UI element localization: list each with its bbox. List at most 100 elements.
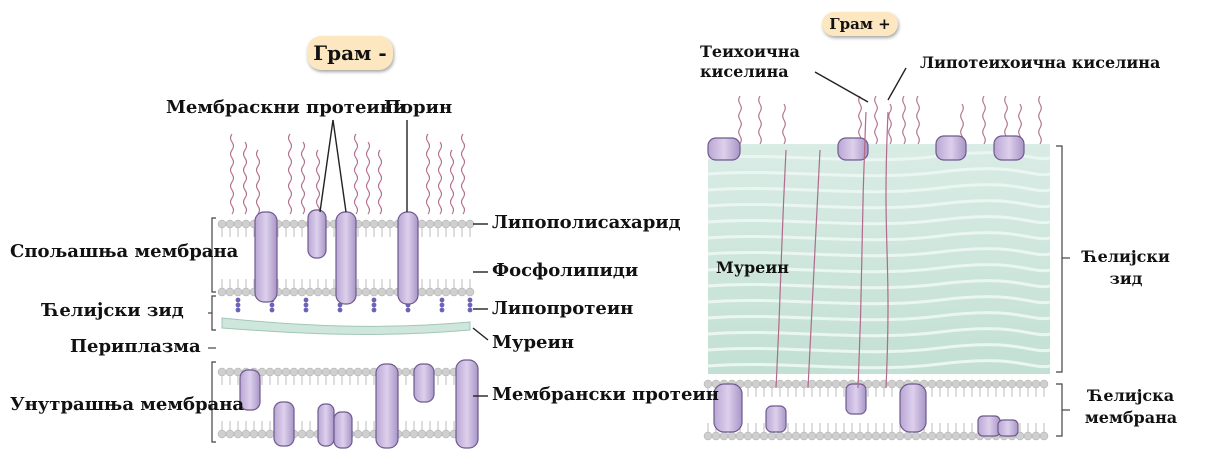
strand bbox=[451, 150, 454, 214]
lipid-head bbox=[776, 380, 784, 388]
lipid-head bbox=[306, 368, 314, 376]
lipid-head bbox=[426, 220, 434, 228]
lipid-head bbox=[418, 430, 426, 438]
lipid-head bbox=[864, 432, 872, 440]
lipid-head bbox=[266, 368, 274, 376]
strand bbox=[317, 150, 320, 214]
strand bbox=[244, 142, 247, 214]
lipoprotein-dot bbox=[372, 308, 377, 313]
lipid-head bbox=[290, 220, 298, 228]
lipid-head bbox=[944, 432, 952, 440]
gp-pointer-lines bbox=[815, 68, 906, 102]
lipid-head bbox=[466, 288, 474, 296]
lipid-head bbox=[226, 220, 234, 228]
strand bbox=[759, 96, 762, 144]
lipid-head bbox=[362, 430, 370, 438]
lipid-head bbox=[808, 380, 816, 388]
lipid-head bbox=[760, 432, 768, 440]
lipid-head bbox=[744, 432, 752, 440]
protein-shape bbox=[936, 136, 966, 160]
label-teichoic-acid-line2: киселина bbox=[700, 64, 789, 80]
lipoprotein-dot bbox=[338, 308, 343, 313]
protein-shape bbox=[376, 364, 398, 448]
protein-shape bbox=[398, 212, 418, 304]
lipoprotein-dot bbox=[304, 303, 309, 308]
lipid-head bbox=[880, 432, 888, 440]
lipid-head bbox=[808, 432, 816, 440]
protein-shape bbox=[900, 384, 926, 432]
lipoprotein-dot bbox=[270, 308, 275, 313]
strand bbox=[917, 96, 920, 144]
lipid-head bbox=[298, 368, 306, 376]
lipid-head bbox=[872, 432, 880, 440]
label-teichoic-acid-line1: Теихоична bbox=[700, 44, 800, 60]
lipid-head bbox=[1040, 432, 1048, 440]
lipid-head bbox=[218, 368, 226, 376]
lipid-head bbox=[434, 220, 442, 228]
lipid-head bbox=[226, 368, 234, 376]
strand bbox=[289, 134, 292, 214]
label-cell-wall-gp-line2: зид bbox=[1076, 271, 1176, 287]
lipid-head bbox=[306, 288, 314, 296]
strand bbox=[231, 134, 234, 214]
lipid-head bbox=[434, 430, 442, 438]
lipid-head bbox=[418, 288, 426, 296]
murein-layer bbox=[222, 318, 470, 334]
lipid-head bbox=[824, 380, 832, 388]
lipid-head bbox=[1024, 380, 1032, 388]
label-cell-membrane-gp-line1: Ћелијска bbox=[1076, 388, 1186, 404]
strand bbox=[462, 134, 465, 214]
lipid-head bbox=[952, 380, 960, 388]
lipid-head bbox=[784, 432, 792, 440]
lipid-head bbox=[330, 368, 338, 376]
lipid-head bbox=[920, 432, 928, 440]
lipid-head bbox=[226, 288, 234, 296]
lipid-head bbox=[1032, 432, 1040, 440]
lipid-head bbox=[282, 368, 290, 376]
lipid-head bbox=[896, 432, 904, 440]
protein-shape bbox=[846, 384, 866, 414]
lipid-head bbox=[282, 220, 290, 228]
lipid-head bbox=[760, 380, 768, 388]
lipid-head bbox=[242, 288, 250, 296]
lipid-head bbox=[386, 288, 394, 296]
lipid-head bbox=[968, 432, 976, 440]
lipid-head bbox=[1000, 380, 1008, 388]
lipid-head bbox=[856, 432, 864, 440]
lipid-head bbox=[434, 288, 442, 296]
gram-negative-title: Грам - bbox=[307, 36, 393, 70]
label-porin: Порин bbox=[384, 99, 452, 117]
lipid-head bbox=[848, 432, 856, 440]
lipid-head bbox=[784, 380, 792, 388]
label-periplasm: Периплазма bbox=[70, 338, 201, 356]
lipid-head bbox=[354, 430, 362, 438]
lipid-head bbox=[744, 380, 752, 388]
lipid-head bbox=[370, 288, 378, 296]
lipid-head bbox=[450, 288, 458, 296]
label-cell-membrane-gp-line2: мембрана bbox=[1076, 410, 1186, 426]
lipid-head bbox=[792, 432, 800, 440]
lipid-head bbox=[752, 380, 760, 388]
lipid-head bbox=[298, 288, 306, 296]
lipid-head bbox=[936, 432, 944, 440]
label-lipopolysaccharide: Липополисахарид bbox=[492, 214, 681, 232]
protein-shape bbox=[838, 138, 868, 160]
lipid-head bbox=[362, 288, 370, 296]
gram-negative-panel bbox=[208, 120, 488, 448]
strand bbox=[903, 96, 906, 144]
lipid-head bbox=[992, 380, 1000, 388]
lipid-head bbox=[888, 380, 896, 388]
lipopolysaccharide-strands bbox=[231, 134, 465, 214]
label-membrane-protein-bottom: Мембрански протеин bbox=[492, 386, 719, 404]
strand bbox=[783, 104, 786, 144]
lipid-head bbox=[346, 368, 354, 376]
lipid-head bbox=[218, 220, 226, 228]
lipid-head bbox=[218, 288, 226, 296]
lipid-head bbox=[442, 368, 450, 376]
protein-shape bbox=[274, 402, 294, 446]
lipid-head bbox=[234, 220, 242, 228]
lipid-head bbox=[960, 432, 968, 440]
lipid-head bbox=[378, 288, 386, 296]
lipid-head bbox=[442, 430, 450, 438]
lipid-head bbox=[704, 432, 712, 440]
